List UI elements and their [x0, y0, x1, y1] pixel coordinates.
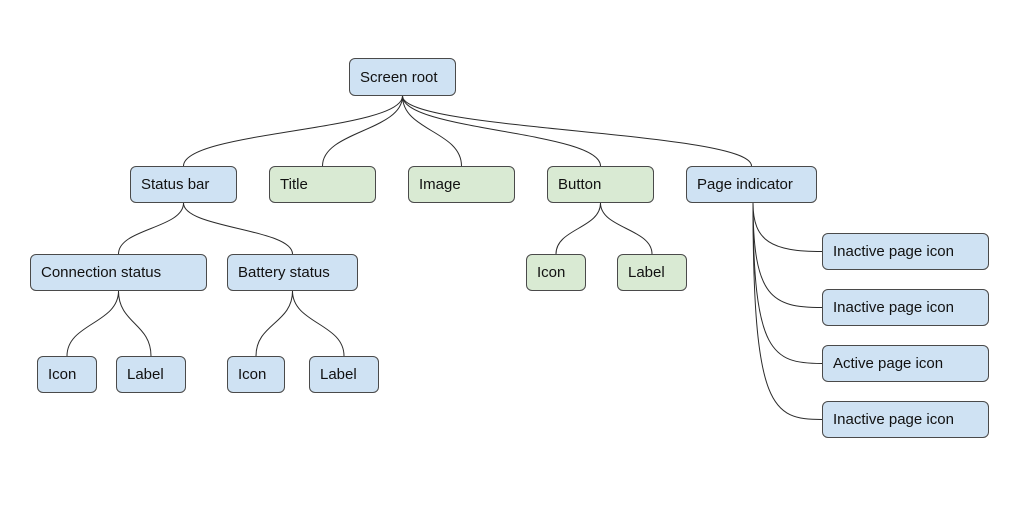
edge-status_bar-connection_status — [118, 202, 184, 255]
node-screen-root: Screen root — [349, 58, 456, 96]
node-connection-label: Label — [116, 356, 186, 393]
node-battery-status: Battery status — [227, 254, 358, 291]
node-title: Title — [269, 166, 376, 203]
node-inactive-page-icon-1: Inactive page icon — [822, 233, 989, 270]
node-battery-icon: Icon — [227, 356, 285, 393]
edge-button-button_label — [600, 202, 653, 255]
node-button-label: Label — [617, 254, 687, 291]
node-inactive-page-icon-4: Inactive page icon — [822, 401, 989, 438]
node-active-page-icon: Active page icon — [822, 345, 989, 382]
node-button: Button — [547, 166, 654, 203]
node-battery-label: Label — [309, 356, 379, 393]
node-inactive-page-icon-2: Inactive page icon — [822, 289, 989, 326]
edge-battery_status-batt_icon — [255, 290, 293, 357]
edge-root-page_indicator — [402, 95, 752, 167]
edge-page_indicator-page_icon_4 — [752, 202, 823, 420]
edge-root-title — [322, 95, 403, 167]
edge-root-image — [402, 95, 462, 167]
edge-page_indicator-page_icon_1 — [752, 202, 823, 252]
edge-root-button — [402, 95, 601, 167]
node-connection-icon: Icon — [37, 356, 97, 393]
edge-status_bar-battery_status — [183, 202, 293, 255]
edge-connection_status-conn_icon — [66, 290, 119, 357]
edge-page_indicator-page_icon_2 — [752, 202, 823, 308]
node-status-bar: Status bar — [130, 166, 237, 203]
edge-connection_status-conn_label — [118, 290, 152, 357]
edge-battery_status-batt_label — [292, 290, 345, 357]
node-page-indicator: Page indicator — [686, 166, 817, 203]
node-connection-status: Connection status — [30, 254, 207, 291]
edge-root-status_bar — [183, 95, 403, 167]
edge-button-button_icon — [555, 202, 601, 255]
node-image: Image — [408, 166, 515, 203]
node-button-icon: Icon — [526, 254, 586, 291]
edge-page_indicator-page_icon_3 — [752, 202, 823, 364]
